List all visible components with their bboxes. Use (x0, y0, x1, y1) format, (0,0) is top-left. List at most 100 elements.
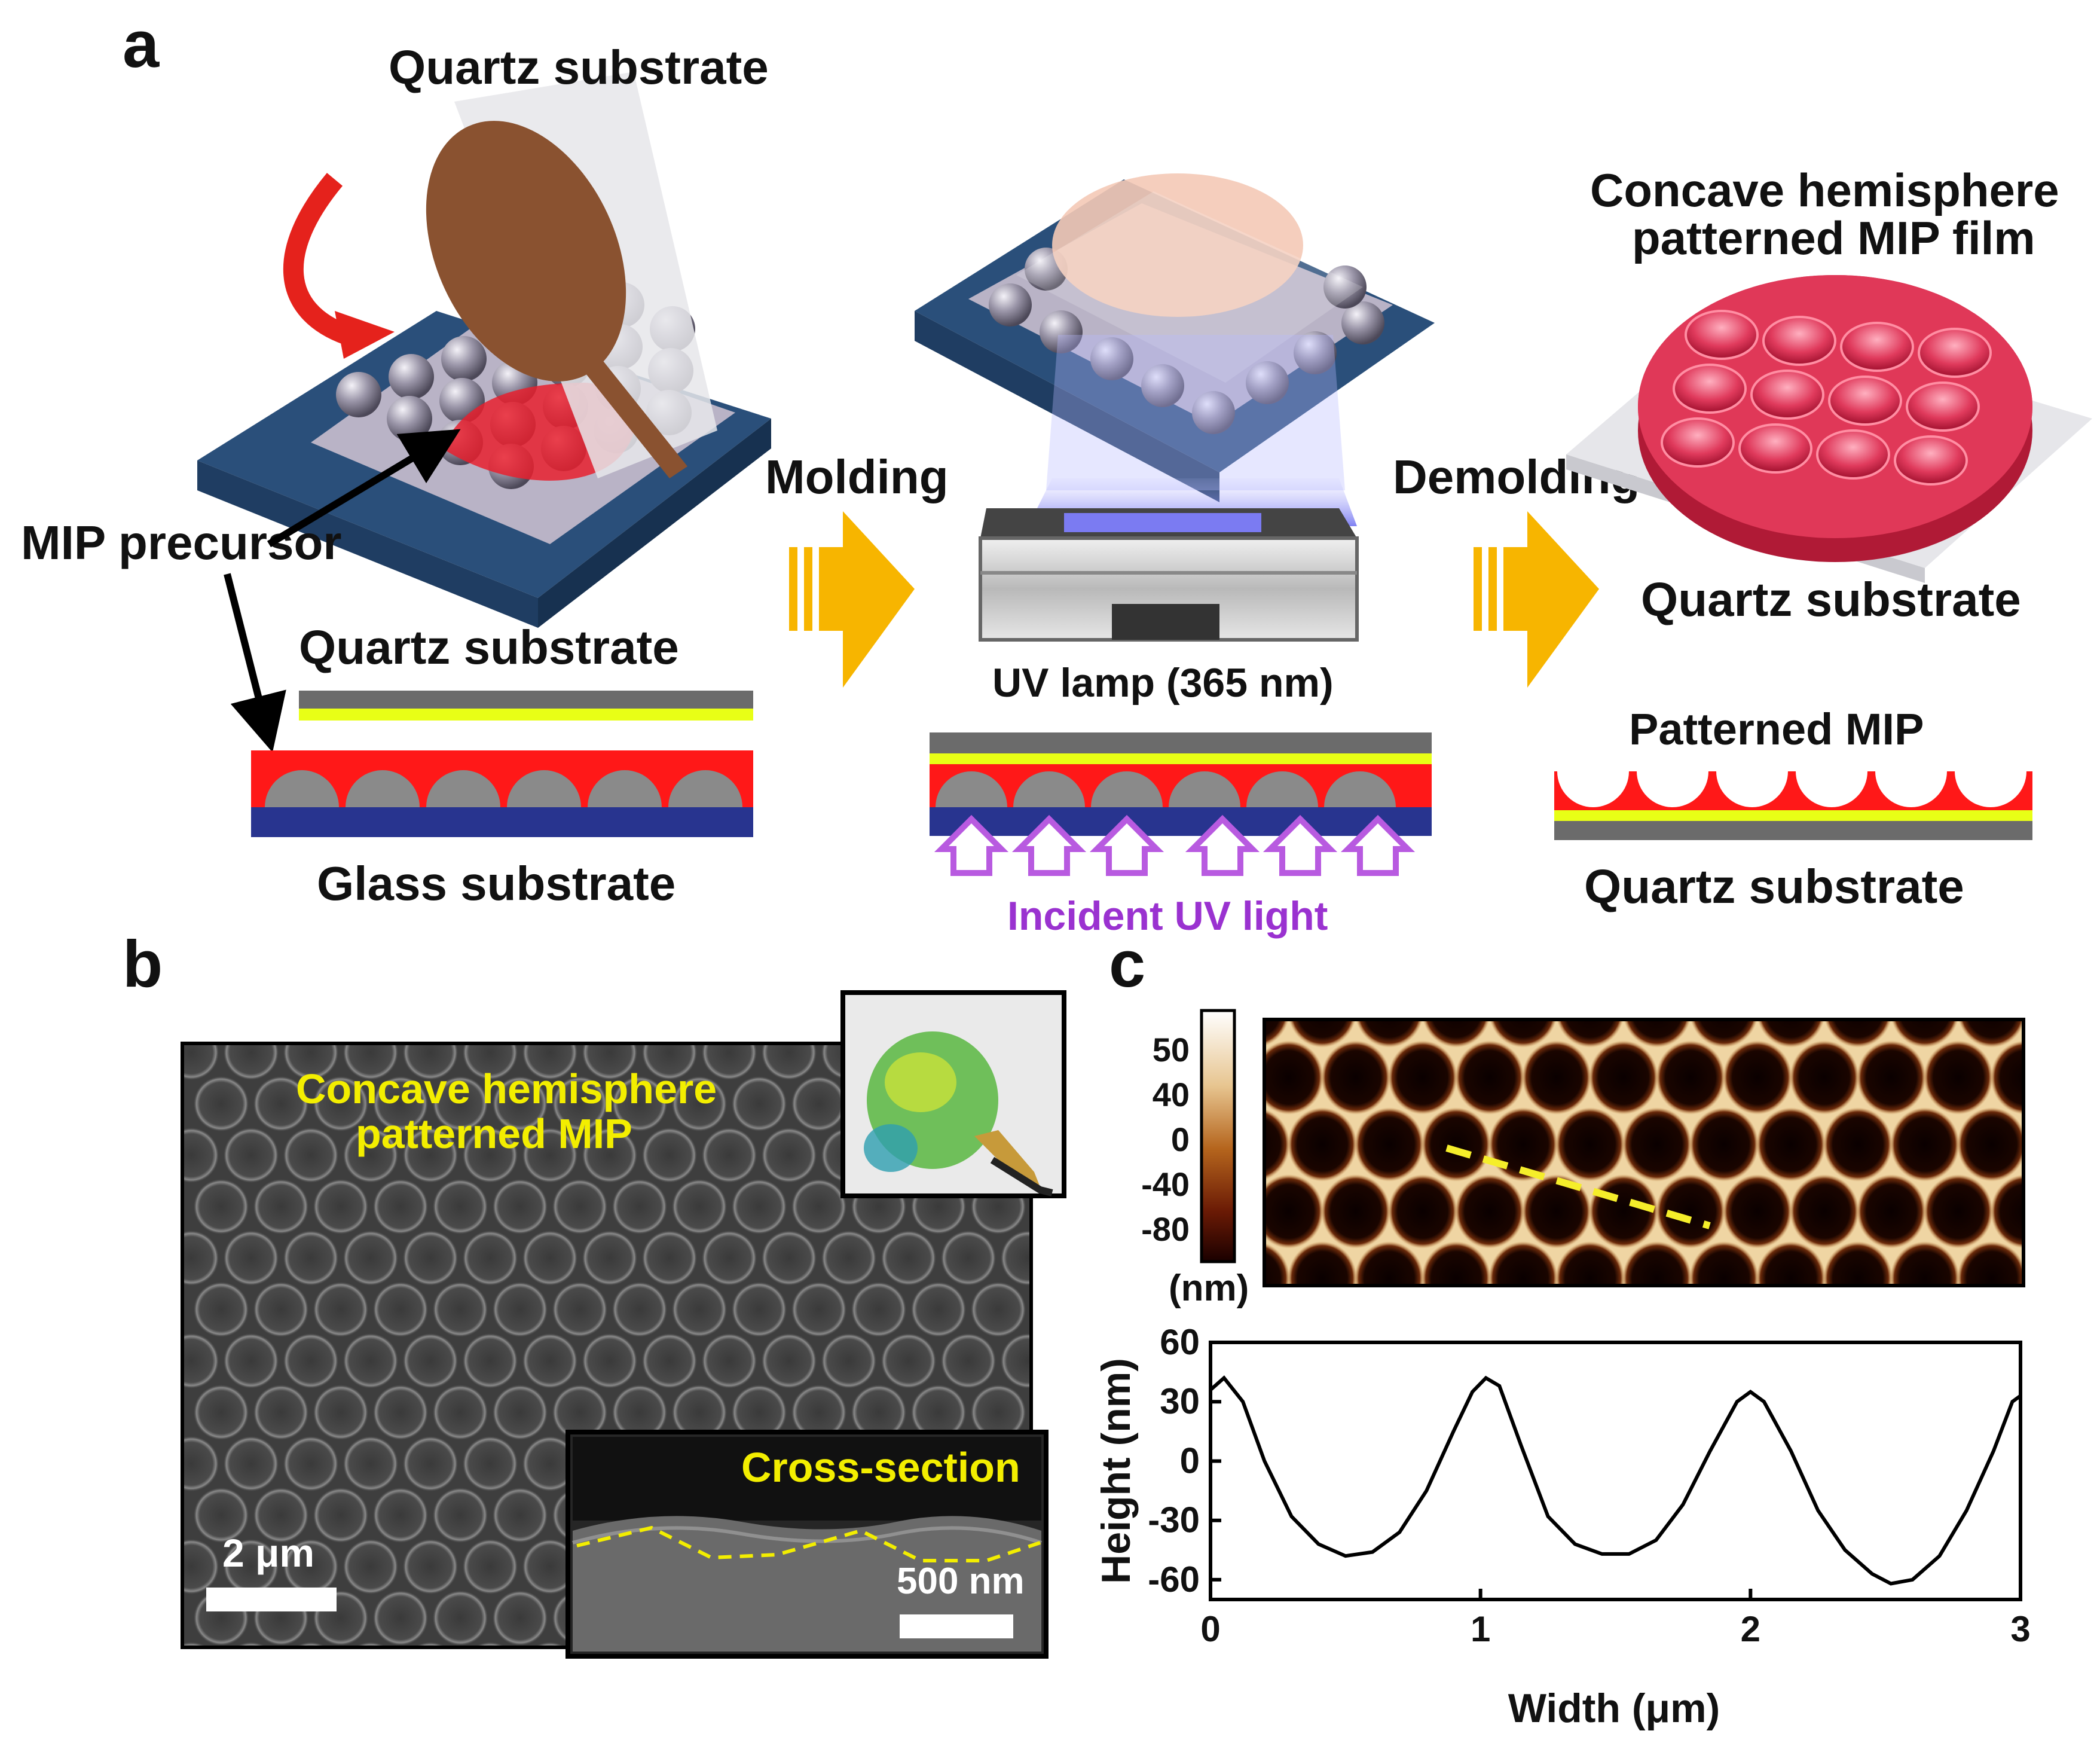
y-axis-label: Height (nm) (1093, 1358, 1139, 1584)
afm-hole (1422, 1241, 1491, 1284)
sem-dimple (403, 1539, 458, 1594)
sem-dimple (433, 1179, 488, 1234)
afm-hole (1266, 1174, 1323, 1249)
y-tick-label: -60 (1148, 1559, 1200, 1599)
sem-dimple (463, 1128, 518, 1183)
sem-dimple (194, 1179, 249, 1234)
sem-dimple (971, 1385, 1026, 1440)
sem-dimple (493, 1591, 548, 1646)
sem-dimple (612, 1179, 667, 1234)
sem-dimple (184, 1642, 205, 1646)
sem-dimple (642, 1231, 697, 1286)
sem-dimple (417, 1642, 444, 1646)
sem-dimple (433, 1385, 488, 1440)
sem-dimple (1001, 1231, 1029, 1286)
sem-dimple (224, 1539, 279, 1594)
film-cup (1750, 370, 1824, 420)
afm-hole (1757, 1021, 1824, 1048)
left-cs-top-label: Quartz substrate (299, 621, 679, 674)
film-cup (1840, 322, 1914, 372)
sem-dimple (762, 1045, 817, 1080)
sem-dimple (343, 1436, 398, 1491)
sem-dimple (433, 1591, 488, 1646)
afm-hole (1691, 1021, 1757, 1048)
sem-dimple (283, 1231, 338, 1286)
right-cs-bottom-label: Quartz substrate (1584, 860, 1964, 913)
sem-dimple (184, 1231, 219, 1286)
sem-dimple (184, 1539, 219, 1594)
sem-dimple (642, 1045, 697, 1080)
sem-dimple (522, 1045, 577, 1080)
sem-dimple (702, 1128, 757, 1183)
sem-dimple (522, 1539, 577, 1594)
sem-dimple (194, 1488, 249, 1543)
film-cup (1828, 376, 1902, 426)
sem-dimple (911, 1385, 966, 1440)
afm-hole (1891, 1021, 1958, 1048)
sem-dimple (253, 1179, 308, 1234)
sem-dimple (343, 1333, 398, 1388)
sem-dimple (313, 1179, 368, 1234)
sem-dimple (522, 1436, 577, 1491)
mold-bump (1324, 771, 1396, 807)
sem-dimple (791, 1179, 846, 1234)
sem-dimple (642, 1333, 697, 1388)
mold-film (1052, 173, 1303, 317)
afm-hole (1266, 1243, 1290, 1284)
sem-dimple (791, 1385, 846, 1440)
afm-hole (1924, 1040, 1993, 1115)
afm-hole (1723, 1040, 1792, 1115)
afm-hole (1356, 1021, 1423, 1048)
sem-dimple (403, 1333, 458, 1388)
afm-hole (1355, 1107, 1424, 1182)
sem-dimple (672, 1385, 727, 1440)
x-tick-label: 1 (1471, 1609, 1490, 1649)
afm-hole (1555, 1107, 1625, 1182)
panel-a-letter: a (123, 8, 160, 81)
afm-hole (1289, 1021, 1356, 1048)
sem-dimple (184, 1436, 219, 1491)
x-tick-label: 2 (1741, 1609, 1760, 1649)
film-cup (1762, 316, 1836, 366)
sem-dimple (732, 1282, 787, 1337)
sem-dimple (493, 1282, 548, 1337)
colorbar (1200, 1009, 1236, 1263)
afm-hole (1624, 1021, 1691, 1048)
sem-dimple (552, 1282, 607, 1337)
sem-overlay-line1: Concave hemisphere (296, 1066, 717, 1112)
sem-dimple (373, 1591, 428, 1646)
mold-sphere (1192, 391, 1235, 434)
sem-dimple (343, 1539, 398, 1594)
sem-dimple (313, 1282, 368, 1337)
sem-dimple (702, 1045, 757, 1080)
sem-dimple (253, 1282, 308, 1337)
sem-dimple (184, 1128, 219, 1183)
photo-inset (840, 990, 1066, 1198)
sem-dimple (343, 1231, 398, 1286)
film-cup (1685, 310, 1759, 360)
sem-dimple (403, 1231, 458, 1286)
right-substrate-label: Quartz substrate (1641, 573, 2021, 626)
mold-sphere (1040, 310, 1083, 353)
film-cup (1816, 429, 1890, 480)
mold-bump (1246, 771, 1318, 807)
afm-hole (1756, 1107, 1826, 1182)
left-mold-3d (197, 72, 771, 628)
afm-hole (1455, 1174, 1524, 1249)
sem-dimple (373, 1488, 428, 1543)
uv-arrow (1011, 814, 1087, 876)
sem-dimple (463, 1436, 518, 1491)
colorbar-tick-label: -40 (1141, 1165, 1190, 1203)
precursor-arrow (267, 429, 461, 548)
x-tick-label: 3 (2010, 1609, 2030, 1649)
afm-hole (1857, 1174, 1926, 1249)
afm-hole (1656, 1174, 1725, 1249)
sem-dimple (403, 1128, 458, 1183)
sem-dimple (762, 1231, 817, 1286)
mold-bump (668, 770, 742, 807)
afm-hole (1790, 1174, 1859, 1249)
sem-dimple (373, 1282, 428, 1337)
sem-dimple (672, 1179, 727, 1234)
right-cross-section (1554, 771, 2032, 840)
